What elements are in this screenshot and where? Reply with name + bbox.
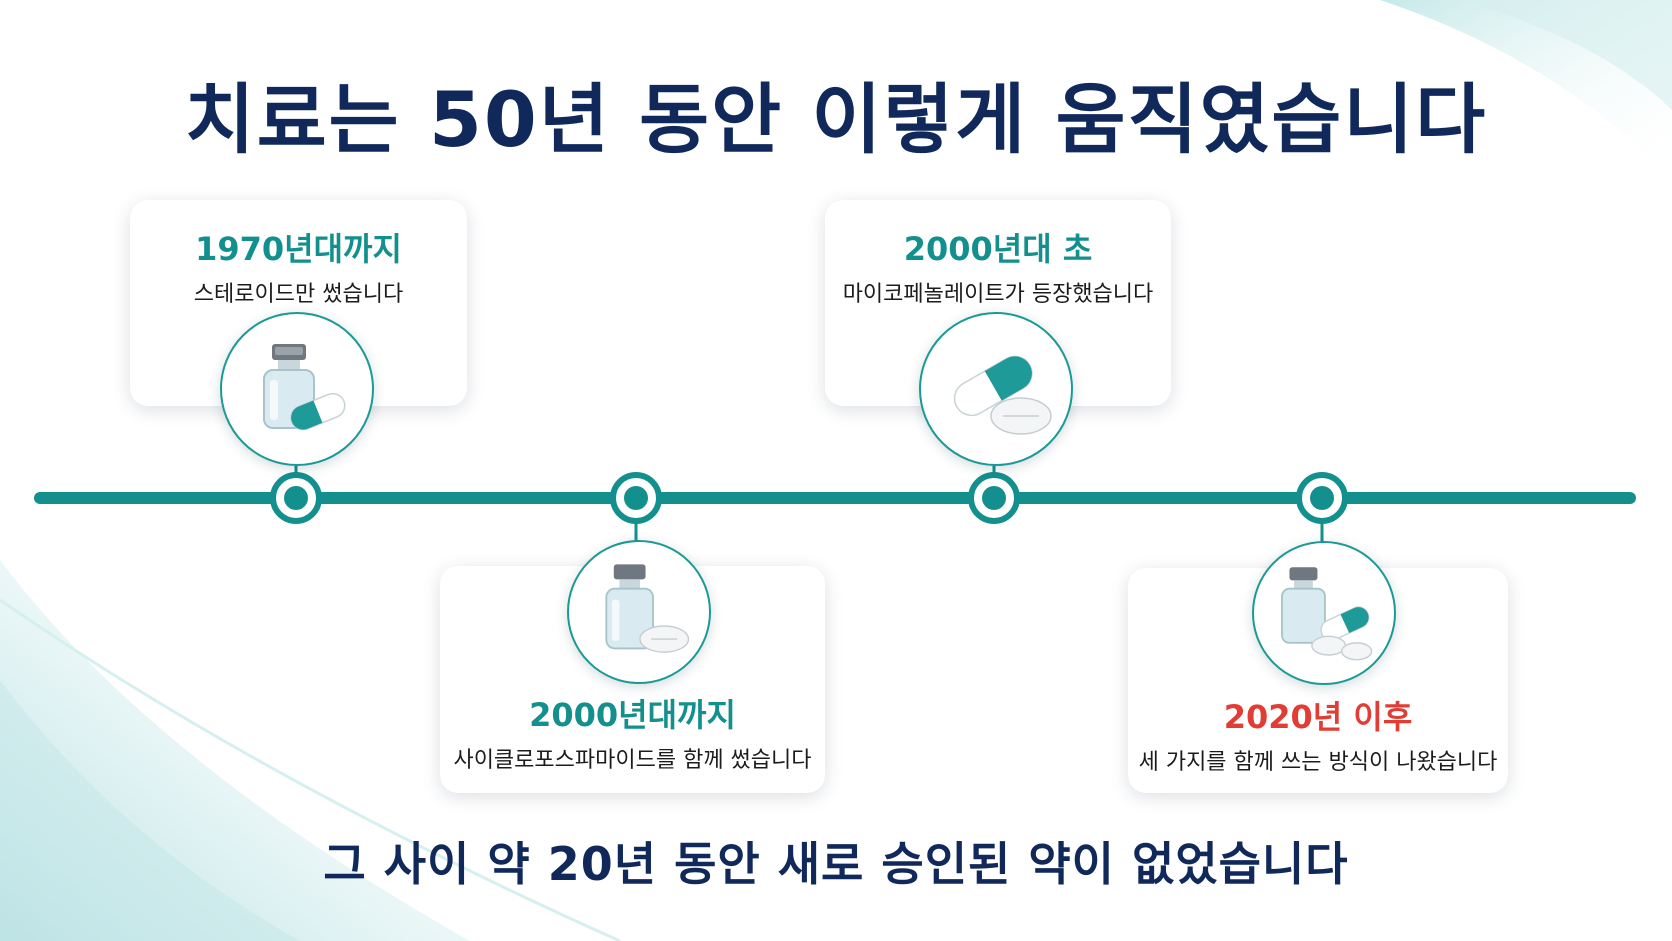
page-subtitle: 그 사이 약 20년 동안 새로 승인된 약이 없었습니다 [323, 837, 1349, 891]
page-title: 치료는 50년 동안 이렇게 움직였습니다 [184, 75, 1488, 164]
milestone-period: 2020년 이후 [1223, 698, 1413, 736]
vial-and-tablet-icon [567, 540, 711, 684]
capsule-and-tablet-icon [919, 312, 1073, 466]
vial-capsule-tablets-icon [1252, 541, 1396, 685]
vial-and-capsule-icon [220, 312, 374, 466]
milestone-description: 스테로이드만 썼습니다 [193, 282, 404, 307]
timeline-node-1 [270, 472, 322, 524]
milestone-period: 1970년대까지 [195, 230, 402, 268]
milestone-description: 사이클로포스파마이드를 함께 썼습니다 [453, 748, 812, 773]
milestone-description: 마이코페놀레이트가 등장했습니다 [842, 282, 1154, 307]
timeline-node-4 [1296, 472, 1348, 524]
timeline-node-2 [610, 472, 662, 524]
milestone-description: 세 가지를 함께 쓰는 방식이 나왔습니다 [1138, 750, 1498, 775]
milestone-period: 2000년대 초 [903, 230, 1093, 268]
timeline-node-3 [968, 472, 1020, 524]
milestone-period: 2000년대까지 [529, 696, 736, 734]
